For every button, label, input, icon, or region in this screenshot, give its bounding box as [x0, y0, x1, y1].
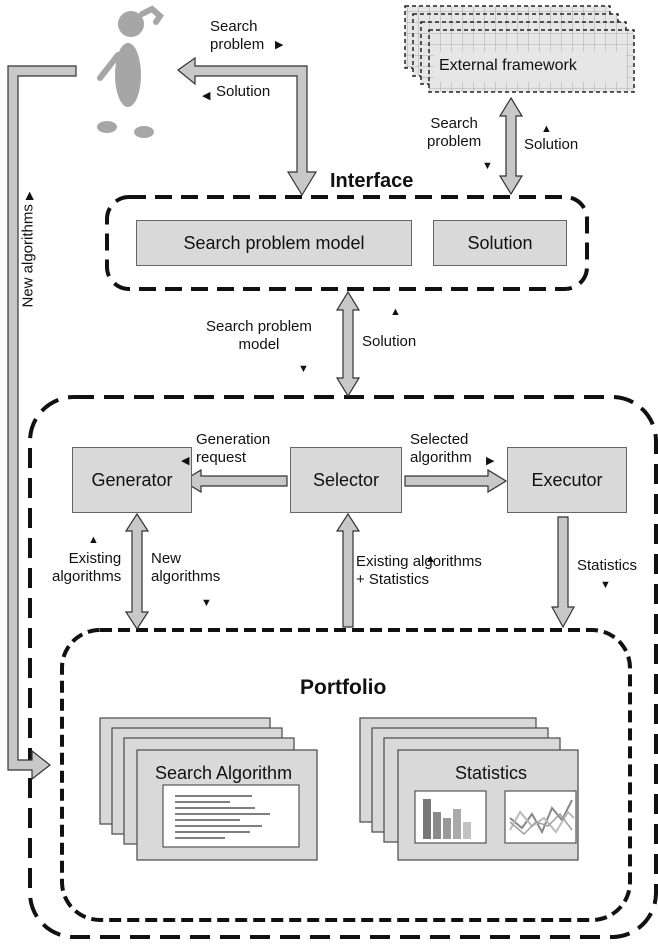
selector-box: Selector — [290, 447, 402, 513]
left-triangle-icon: ◀ — [181, 455, 190, 467]
selected-algorithm-label: Selected algorithm — [410, 431, 472, 466]
down-triangle-icon: ▼ — [201, 597, 212, 609]
user-interface-arrow — [177, 56, 318, 197]
search-algorithm-stack — [99, 717, 318, 861]
solution-label-mid: Solution — [362, 333, 417, 350]
interface-boundary — [105, 195, 589, 291]
existing-algorithms-statistics-label: Existing algorithms + Statistics — [356, 553, 482, 588]
external-interface-arrow — [498, 96, 524, 196]
external-framework-label: External framework — [439, 57, 577, 74]
down-triangle-icon: ▼ — [600, 579, 611, 591]
selector-generator-arrow — [181, 468, 288, 494]
search-problem-model-box: Search problem model — [136, 220, 412, 266]
external-framework-stack — [404, 5, 635, 93]
executor-portfolio-arrow — [550, 516, 576, 629]
right-triangle-icon: ▶ — [486, 455, 495, 467]
portfolio-boundary — [60, 628, 632, 922]
solution-label-ext: Solution — [524, 136, 579, 153]
right-triangle-icon: ▶ — [275, 39, 284, 51]
search-problem-label-ext: Search problem — [427, 115, 482, 150]
code-listing — [162, 784, 300, 848]
solution-box: Solution — [433, 220, 567, 266]
solution-label-top: Solution — [216, 83, 271, 100]
down-triangle-icon: ▼ — [298, 363, 309, 375]
down-triangle-icon: ▶ — [23, 191, 36, 200]
statistics-card-label: Statistics — [455, 763, 528, 783]
interface-selector-arrow — [335, 290, 361, 398]
statistics-label-right: Statistics — [577, 557, 638, 574]
portfolio-selector-arrow — [335, 512, 361, 628]
portfolio-title: Portfolio — [300, 676, 387, 699]
framework-boundary — [28, 395, 658, 939]
search-problem-model-label-mid: Search problem model — [206, 318, 312, 353]
selector-executor-arrow — [404, 468, 508, 494]
generator-portfolio-arrow — [124, 512, 150, 631]
search-algorithm-label: Search Algorithm — [155, 763, 293, 783]
user-icon — [97, 5, 164, 138]
new-algorithms-vertical-label: New algorithms ▶ — [19, 191, 37, 308]
statistics-stack — [359, 717, 579, 861]
up-triangle-icon: ▲ — [541, 123, 552, 135]
generator-box: Generator — [72, 447, 192, 513]
new-algorithms-arrow — [7, 65, 77, 781]
generation-request-label: Generation request — [196, 431, 271, 466]
existing-algorithms-label-left: Existing algorithms — [52, 550, 122, 585]
interface-title: Interface — [330, 170, 414, 192]
left-triangle-icon: ◀ — [202, 90, 211, 102]
up-triangle-icon: ▲ — [88, 534, 99, 546]
up-triangle-icon: ▲ — [425, 553, 436, 565]
down-triangle-icon: ▼ — [482, 160, 493, 172]
new-algorithms-label-left: New algorithms — [151, 550, 221, 585]
search-problem-label-top: Search problem — [210, 18, 265, 53]
executor-box: Executor — [507, 447, 627, 513]
up-triangle-icon: ▲ — [390, 306, 401, 318]
